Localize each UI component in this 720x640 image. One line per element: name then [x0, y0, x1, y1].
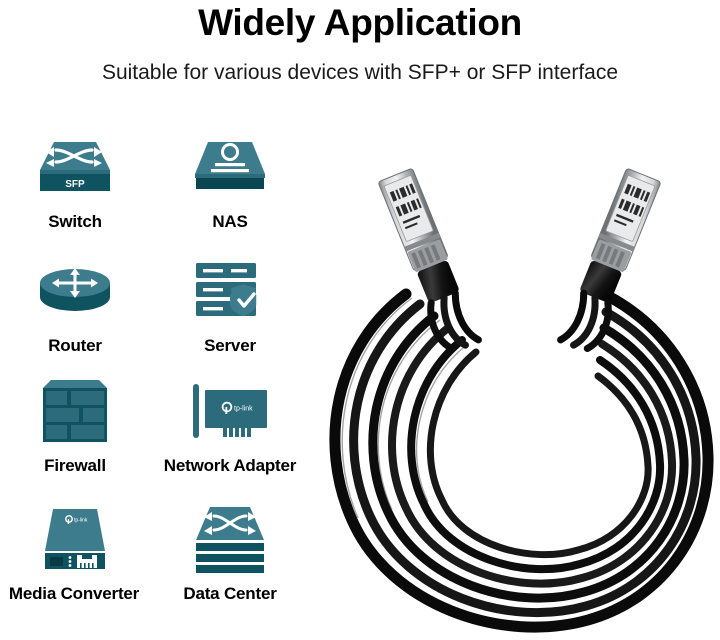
data-center-icon — [175, 500, 285, 578]
device-label: NAS — [212, 212, 248, 231]
device-item-media-converter: tp-link — [0, 500, 150, 628]
device-label: Firewall — [44, 456, 106, 475]
tplink-wordmark: tp-link — [74, 518, 88, 524]
sfp-plus-connector-right — [557, 168, 661, 352]
device-label: Data Center — [183, 584, 277, 603]
nas-icon — [175, 128, 285, 206]
device-item-switch: SFP Switch — [0, 128, 150, 252]
network-adapter-icon: tp-link — [175, 372, 285, 450]
switch-sfp-badge: SFP — [65, 179, 85, 190]
device-item-data-center: Data Center — [150, 500, 310, 628]
device-label: Switch — [48, 212, 102, 231]
device-item-nas: NAS — [150, 128, 310, 252]
device-label: Media Converter — [8, 584, 140, 603]
device-item-server: Server — [150, 252, 310, 372]
product-image-sfp-dac-cable — [316, 168, 720, 640]
router-icon — [20, 252, 130, 330]
sfp-plus-connector-left — [378, 168, 482, 352]
cable-coil — [329, 288, 714, 633]
device-grid: SFP Switch NAS — [0, 128, 310, 640]
device-label: Router — [48, 336, 102, 355]
firewall-icon — [20, 372, 130, 450]
page-title: Widely Application — [198, 2, 522, 43]
media-converter-icon: tp-link — [20, 500, 130, 578]
page-subtitle: Suitable for various devices with SFP+ o… — [101, 61, 619, 84]
device-label: Server — [204, 336, 256, 355]
device-item-router: Router — [0, 252, 150, 372]
header: Widely Application Suitable for various … — [0, 0, 720, 83]
switch-icon: SFP — [20, 128, 130, 206]
server-icon — [175, 252, 285, 330]
tplink-wordmark: tp-link — [234, 406, 253, 413]
cable-highlight — [341, 297, 469, 519]
device-item-firewall: Firewall — [0, 372, 150, 500]
device-item-network-adapter: tp-link Network Adapter — [150, 372, 310, 500]
device-label: Network Adapter — [163, 456, 297, 475]
